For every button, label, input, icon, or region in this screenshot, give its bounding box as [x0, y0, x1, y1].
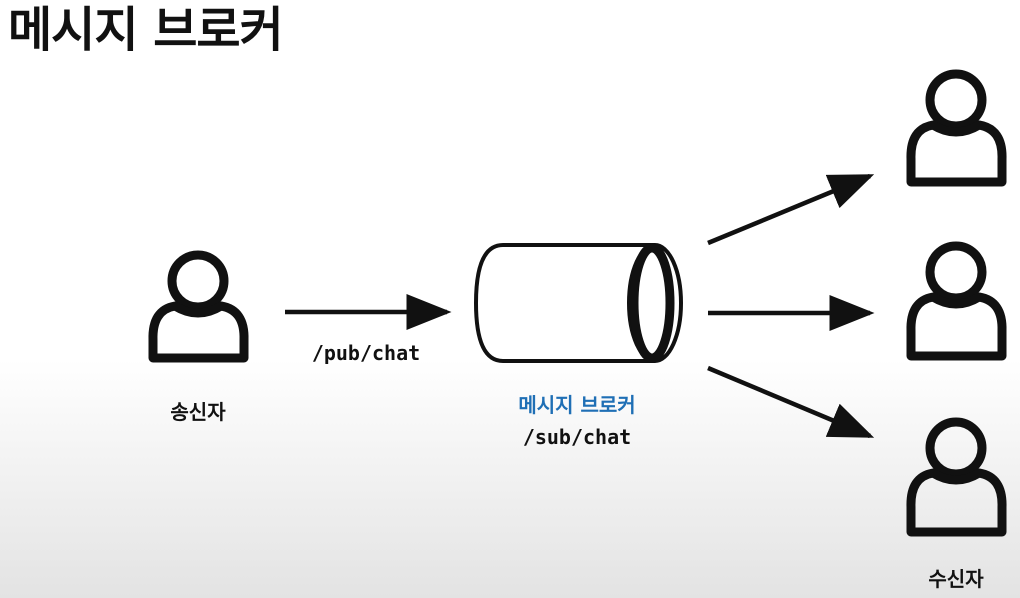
sender-person-icon [148, 250, 249, 363]
receiver-arrow-bottom [707, 365, 875, 439]
broker-label: 메시지 브로커 [518, 393, 636, 417]
subscribe-topic-label: /sub/chat [522, 425, 632, 449]
page-title: 메시지 브로커 [8, 2, 284, 58]
sender-label: 송신자 [170, 400, 226, 424]
receiver-person-icon [906, 69, 1007, 187]
publish-topic-label: /pub/chat [311, 341, 421, 365]
receiver-label: 수신자 [928, 567, 984, 591]
receiver-arrow-top [707, 173, 875, 246]
receiver-person-icon [906, 417, 1007, 537]
receiver-person-icon [906, 241, 1007, 361]
broker-cylinder-icon [474, 243, 683, 363]
